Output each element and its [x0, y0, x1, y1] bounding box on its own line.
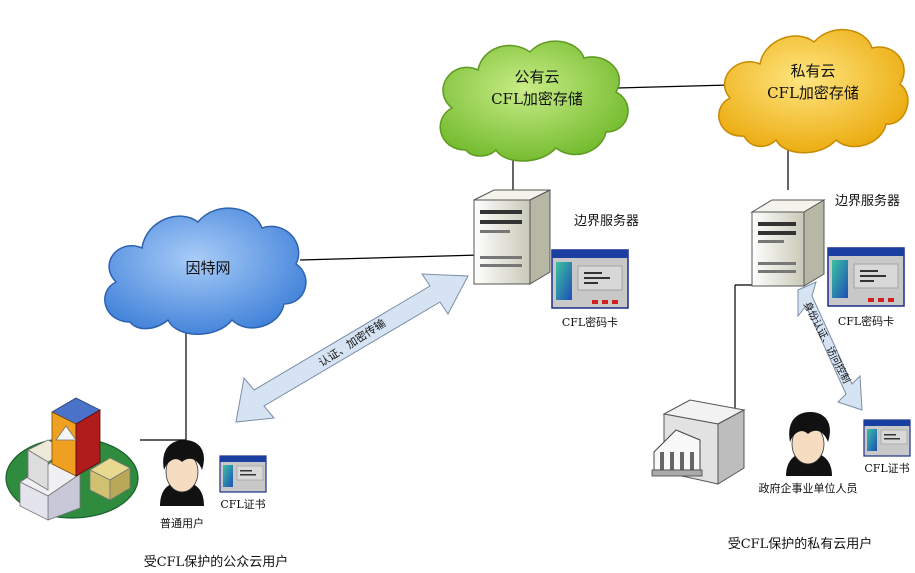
internet-label: 因特网 [185, 259, 230, 277]
cfl-card-left-label: CFL密码卡 [562, 315, 618, 329]
cfl-cert-right-label: CFL证书 [864, 462, 909, 475]
private-cloud-subtitle: CFL加密存储 [767, 84, 859, 102]
cfl-card-right-label: CFL密码卡 [838, 314, 894, 328]
private-cloud-shape [718, 28, 909, 154]
private-user-icon [786, 412, 832, 476]
public-user-label: 普通用户 [160, 516, 204, 530]
identity-auth-label: 身份认证、访问控制 [801, 299, 853, 385]
private-cloud: 私有云 CFL加密存储 [718, 28, 909, 154]
cfl-cert-right-icon [863, 419, 911, 457]
public-cloud-shape [439, 40, 629, 162]
cfl-card-right-icon [827, 247, 905, 307]
private-cloud-title: 私有云 [790, 62, 835, 80]
private-user-label: 政府企事业单位人员 [759, 481, 858, 495]
cfl-cert-left-label: CFL证书 [220, 498, 265, 511]
public-user-icon [160, 440, 204, 506]
public-users-caption: 受CFL保护的公众云用户 [144, 554, 289, 570]
cfl-cert-left-icon [219, 455, 267, 493]
office-building-icon [651, 399, 746, 485]
city-building-icon [5, 397, 139, 521]
public-cloud-title: 公有云 [514, 68, 559, 86]
private-users-caption: 受CFL保护的私有云用户 [728, 536, 873, 552]
cfl-card-left-icon [551, 249, 629, 309]
public-cloud-subtitle: CFL加密存储 [491, 90, 583, 108]
public-cloud: 公有云 CFL加密存储 [439, 40, 629, 162]
boundary-server-left [473, 189, 551, 285]
internet-cloud: 因特网 [104, 207, 307, 335]
internet-cloud-shape [104, 207, 307, 335]
encrypted-transfer-label: 认证、加密传输 [316, 316, 388, 370]
boundary-server-left-label: 边界服务器 [574, 213, 639, 229]
boundary-server-right [750, 199, 826, 287]
boundary-server-right-label: 边界服务器 [835, 193, 900, 209]
